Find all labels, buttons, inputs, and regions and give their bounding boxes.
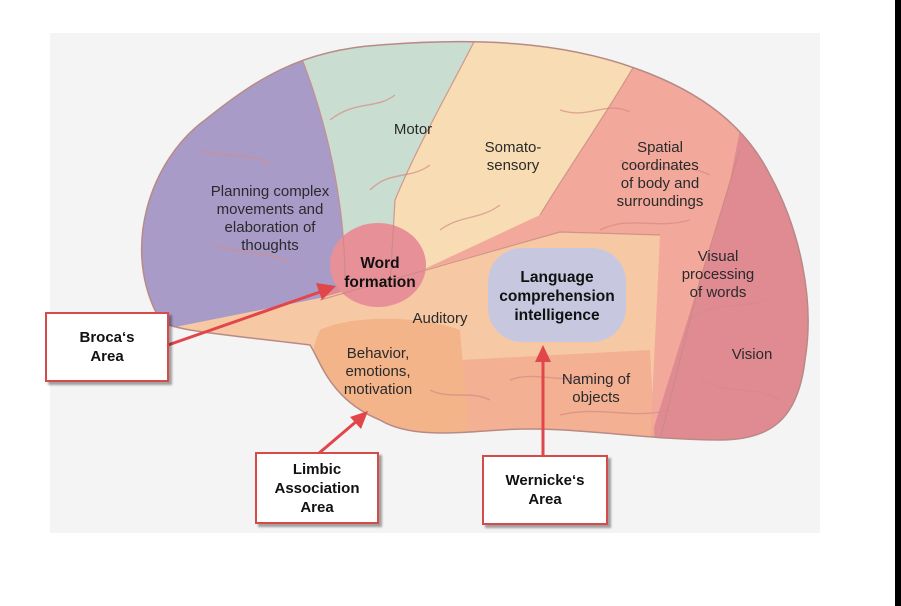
broca-arrow xyxy=(167,290,321,347)
language-label: Language comprehension intelligence xyxy=(499,269,615,324)
planning-label: Planning complex movements and elaborati… xyxy=(210,183,330,254)
limbic-arrowhead xyxy=(350,411,368,429)
naming-label: Naming of objects xyxy=(561,371,631,406)
spatial-label: Spatial coordinates of body and surround… xyxy=(616,139,704,210)
temporal-lower-region xyxy=(420,350,655,440)
pointer-arrows xyxy=(167,283,551,456)
word-formation-region xyxy=(330,223,426,307)
gyri-lines xyxy=(199,94,781,416)
brain-outline xyxy=(140,40,809,441)
broca-arrowhead xyxy=(316,283,336,300)
wernicke-region xyxy=(488,248,626,342)
wernicke-arrowhead xyxy=(535,345,551,362)
right-edge-bar xyxy=(895,0,901,606)
auditory-label: Auditory xyxy=(412,310,468,327)
limbic-arrow xyxy=(317,418,359,456)
motor-label: Motor xyxy=(393,121,433,138)
word-formation-label: Word formation xyxy=(344,255,416,291)
limbic-callout: Limbic Association Area xyxy=(255,452,379,524)
wernicke-callout: Wernicke‘s Area xyxy=(482,455,608,525)
motor-region xyxy=(290,41,480,285)
behavior-label: Behavior, emotions, motivation xyxy=(343,345,413,398)
somatosensory-label: Somato- sensory xyxy=(484,139,542,174)
broca-callout: Broca‘s Area xyxy=(45,312,169,382)
vision-label: Vision xyxy=(731,346,773,363)
visual-words-label: Visual processing of words xyxy=(681,248,755,301)
